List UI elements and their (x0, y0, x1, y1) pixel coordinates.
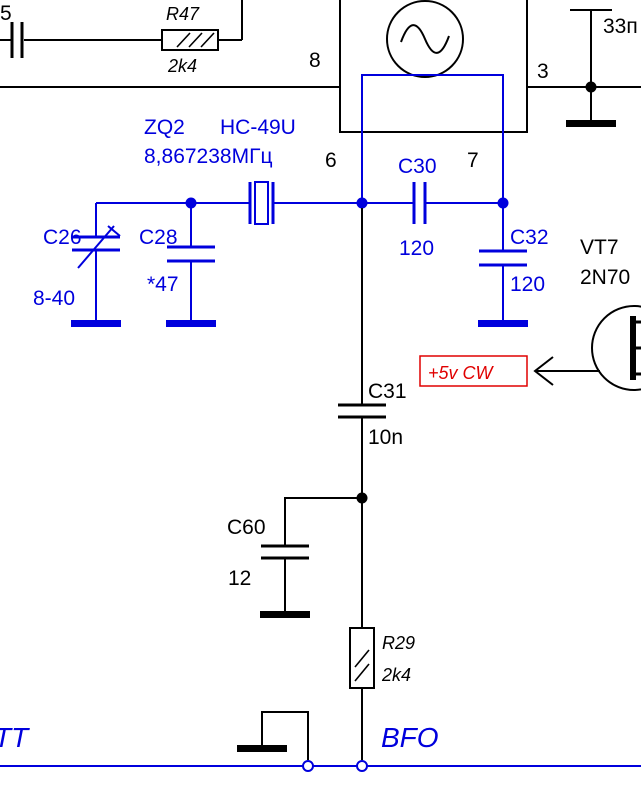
c31-ref: C31 (368, 380, 407, 403)
pin-3-label: 3 (537, 60, 549, 83)
junction-dot (497, 197, 509, 209)
c28-ref: C28 (139, 226, 178, 249)
zq2-ref: ZQ2 (144, 116, 185, 139)
ground-bracket (261, 711, 309, 760)
c32-value: 120 (510, 273, 545, 296)
top-wiring (0, 0, 641, 122)
bus-terminal (356, 760, 368, 772)
c26-ref: C26 (43, 226, 82, 249)
cw-net-box (419, 355, 528, 387)
c28-value: *47 (147, 273, 179, 296)
r47-value: 2k4 (167, 56, 197, 76)
capacitor-33p-top-right (570, 9, 612, 33)
vt7-part: 2N70 (580, 266, 630, 289)
oscillator-chip (339, 0, 528, 133)
junction-dot (185, 197, 197, 209)
partial-label-top-left: 5 (0, 2, 12, 25)
net-tt-label: TT (0, 722, 30, 753)
capacitor-c30 (412, 182, 427, 224)
c26-value: 8-40 (33, 287, 75, 310)
ground-icon (566, 120, 616, 127)
capacitor-c28 (167, 245, 215, 263)
capacitor-c26 (72, 225, 121, 269)
c30-ref: C30 (398, 155, 437, 178)
junction-dot (356, 197, 368, 209)
ground-icon (166, 320, 216, 327)
capacitor-c60 (261, 544, 309, 560)
r29-ref: R29 (382, 633, 415, 653)
r29-value: 2k4 (381, 665, 411, 685)
junction-dot (585, 81, 597, 93)
zq2-frequency: 8,867238МГц (144, 145, 272, 168)
zq2-package: HC-49U (220, 116, 296, 139)
partial-capacitor-top-left (10, 22, 24, 58)
c31-value: 10n (368, 426, 403, 449)
net-bfo-label: BFO (381, 722, 439, 753)
pin-6-label: 6 (325, 149, 337, 172)
crystal-network-wiring (95, 74, 504, 322)
vt7-ref: VT7 (580, 236, 619, 259)
capacitor-c31 (338, 403, 386, 419)
bus-terminal (302, 760, 314, 772)
ground-icon (478, 320, 528, 327)
arrow-icon (533, 356, 600, 386)
resistor-r47 (161, 29, 219, 51)
partial-label-top-right: 33п (603, 15, 638, 38)
ground-icon (237, 745, 287, 752)
c60-ref: C60 (227, 516, 266, 539)
transistor-icon (591, 305, 641, 391)
pin-8-label: 8 (309, 49, 321, 72)
c30-value: 120 (399, 237, 434, 260)
c60-value: 12 (228, 567, 251, 590)
c32-ref: C32 (510, 226, 549, 249)
bfo-feed-wiring (284, 208, 363, 760)
junction-dot (356, 492, 368, 504)
crystal-icon (248, 181, 275, 225)
ground-icon (260, 611, 310, 618)
ground-icon (71, 320, 121, 327)
capacitor-c32 (479, 249, 527, 267)
pin-7-label: 7 (467, 149, 479, 172)
r47-ref: R47 (166, 4, 200, 24)
net-cw-label: +5v CW (428, 363, 495, 383)
oscillator-sine-icon (386, 0, 464, 78)
resistor-r29 (349, 627, 375, 689)
